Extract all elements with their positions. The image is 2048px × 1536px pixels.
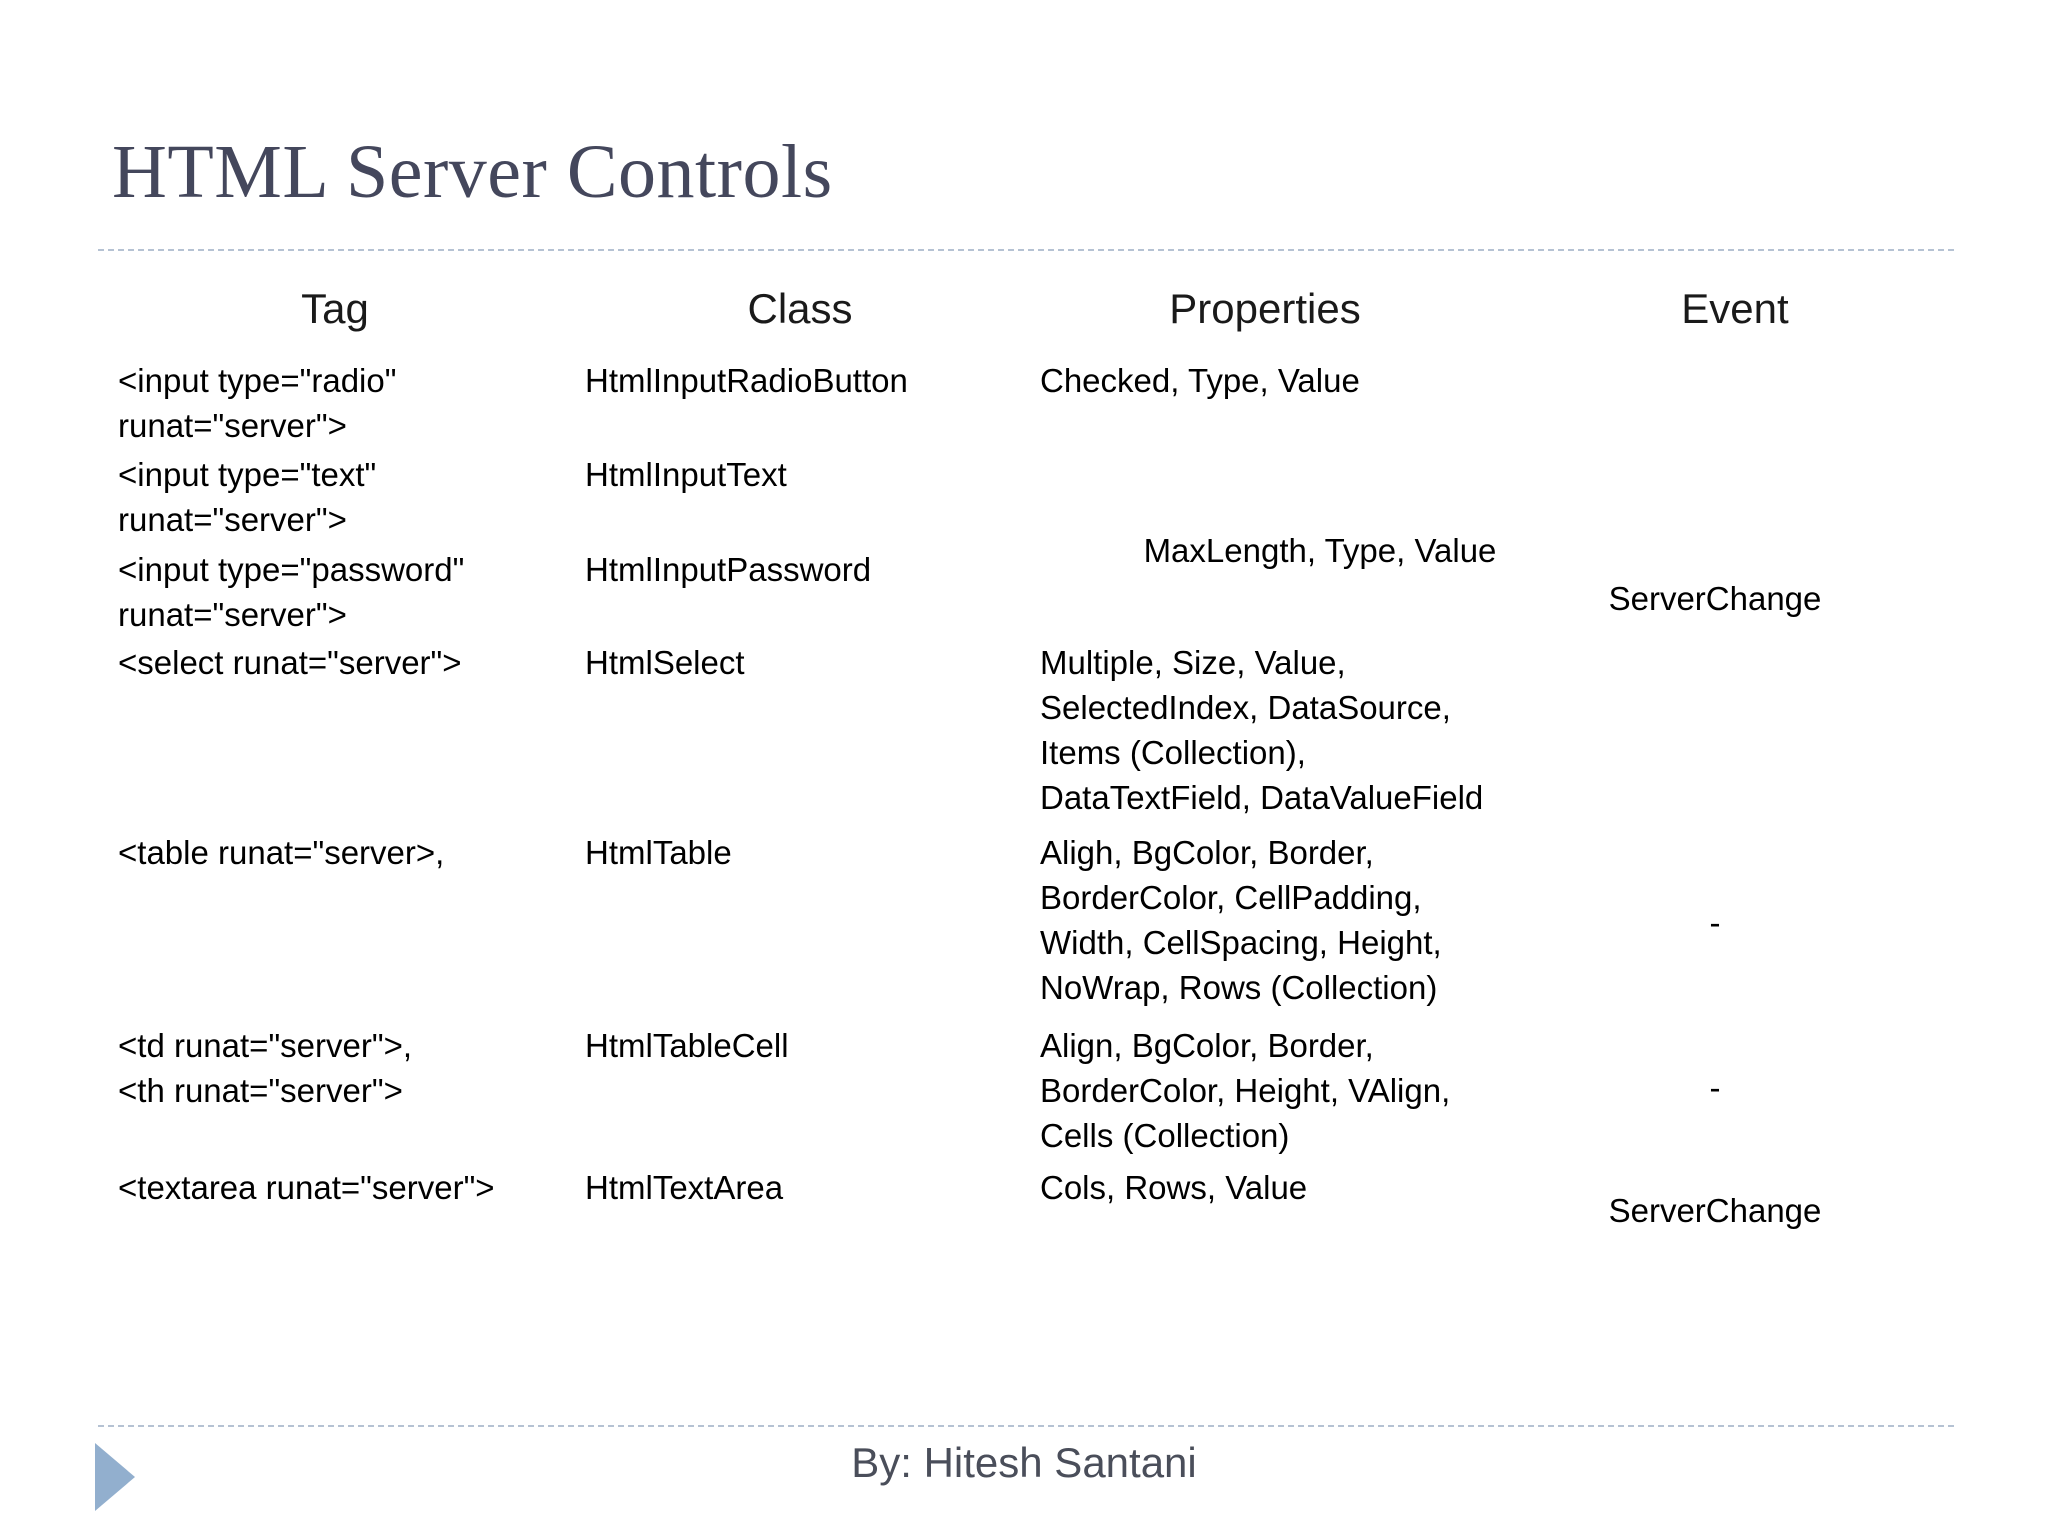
table-row-event-serverchange-bottom: ServerChange (1608, 1192, 1822, 1229)
table-row-event-serverchange-top: ServerChange (1608, 580, 1822, 617)
table-row-event-dash: - (1709, 1069, 1721, 1106)
table-row-tag: <input type="radio" runat="server"> (118, 362, 397, 444)
table-row-class: HtmlTableCell (585, 1027, 789, 1064)
column-header-tag: Tag (301, 285, 369, 332)
table-row-properties: Multiple, Size, Value, SelectedIndex, Da… (1040, 644, 1484, 816)
table-row-class: HtmlInputText (585, 456, 787, 493)
table-row-properties: Align, BgColor, Border, BorderColor, Hei… (1040, 1027, 1451, 1154)
table-row-tag: <textarea runat="server"> (118, 1169, 495, 1206)
column-header-properties: Properties (1169, 285, 1361, 332)
table-row-event-dash: - (1709, 904, 1721, 941)
page-title: HTML Server Controls (112, 130, 833, 214)
table-row-properties: Aligh, BgColor, Border, BorderColor, Cel… (1040, 834, 1442, 1006)
table-row-class: HtmlSelect (585, 644, 745, 681)
table-row-tag: <input type="password" runat="server"> (118, 551, 465, 633)
table-row-class: HtmlTable (585, 834, 732, 871)
table-row-class: HtmlTextArea (585, 1169, 784, 1206)
title-divider (98, 249, 1954, 251)
table-row-properties: Cols, Rows, Value (1040, 1169, 1308, 1206)
table-row-class: HtmlInputRadioButton (585, 362, 908, 399)
table-row-properties-maxlength: MaxLength, Type, Value (1143, 532, 1497, 569)
table-row-tag: <select runat="server"> (118, 644, 462, 681)
footer-author: By: Hitesh Santani (851, 1439, 1197, 1486)
table-row-tag: <input type="text" runat="server"> (118, 456, 377, 538)
play-triangle-icon (95, 1443, 135, 1511)
table-row-tag: <table runat="server>, (118, 834, 445, 871)
column-header-event: Event (1681, 285, 1789, 332)
table-row-tag: <td runat="server">, <th runat="server"> (118, 1027, 413, 1109)
table-row-class: HtmlInputPassword (585, 551, 872, 588)
footer-divider (98, 1425, 1954, 1427)
table-row-properties: Checked, Type, Value (1040, 362, 1360, 399)
column-header-class: Class (747, 285, 853, 332)
